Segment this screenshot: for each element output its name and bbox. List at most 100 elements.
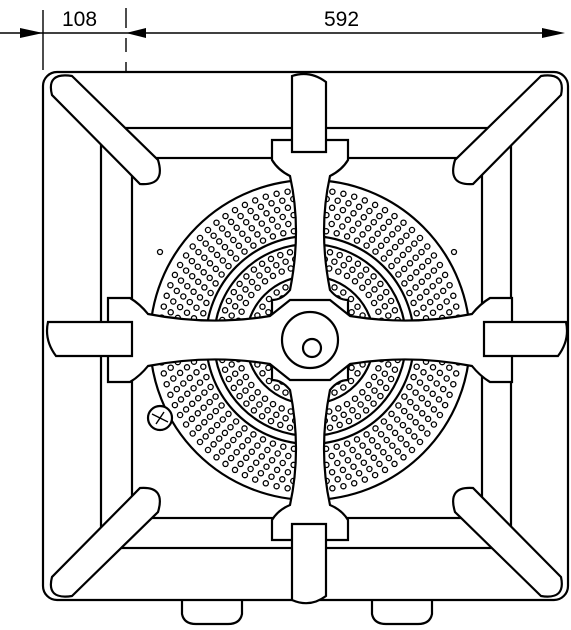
flame-hole (269, 233, 277, 240)
stand-feet (180, 600, 434, 626)
flame-hole (376, 294, 384, 301)
flame-hole (225, 262, 232, 270)
flame-hole (231, 206, 239, 214)
flame-hole (196, 294, 204, 301)
flame-hole (381, 303, 389, 310)
flame-hole (251, 197, 259, 204)
flame-hole (406, 383, 413, 391)
flame-hole (351, 278, 359, 285)
flame-hole (227, 423, 234, 431)
flame-hole (267, 417, 275, 425)
flame-hole (250, 242, 257, 249)
flame-hole (416, 294, 424, 301)
flame-hole (183, 364, 191, 371)
flame-hole (433, 293, 440, 300)
flame-hole (349, 226, 356, 234)
flame-hole (242, 454, 250, 462)
flame-hole (227, 249, 234, 257)
flame-hole (359, 284, 366, 291)
flame-hole (326, 424, 334, 431)
flame-hole (173, 385, 181, 393)
flame-hole (400, 454, 407, 461)
flame-hole (401, 393, 408, 400)
flame-hole (227, 218, 235, 226)
flame-hole (282, 284, 289, 291)
flame-hole (377, 430, 385, 438)
flame-hole (189, 430, 196, 437)
flame-hole (418, 424, 425, 432)
flame-hole (263, 210, 270, 217)
flame-hole (436, 369, 444, 377)
flame-hole (279, 213, 286, 221)
flame-hole (339, 450, 346, 457)
flame-hole (206, 398, 213, 406)
flame-hole (222, 212, 229, 220)
flame-hole (371, 471, 379, 479)
flame-hole (285, 452, 292, 460)
flame-hole (350, 480, 358, 487)
flame-hole (206, 413, 214, 420)
flame-hole (339, 223, 346, 230)
pan-support (45, 72, 569, 605)
flame-hole (418, 278, 426, 286)
flame-hole (242, 218, 250, 226)
flame-hole (393, 257, 401, 264)
flame-hole (256, 272, 263, 279)
flame-hole (254, 389, 261, 396)
flame-hole (241, 425, 248, 432)
flame-hole (348, 308, 355, 316)
flame-hole (268, 216, 276, 224)
flame-hole (233, 448, 240, 456)
flame-hole (273, 206, 281, 214)
flame-hole (193, 369, 200, 376)
flame-hole (188, 257, 196, 265)
flame-hole (439, 287, 447, 295)
flame-hole (418, 410, 426, 417)
flame-hole (410, 373, 417, 381)
flame-hole (184, 282, 191, 290)
flame-hole (376, 212, 383, 220)
flame-hole (273, 411, 280, 419)
flame-hole (213, 251, 221, 259)
flame-hole (248, 291, 255, 299)
flame-hole (284, 468, 292, 476)
flame-hole (284, 204, 292, 212)
flame-hole (334, 197, 341, 204)
flame-hole (258, 412, 266, 420)
flame-hole (250, 266, 258, 273)
flame-hole (182, 406, 190, 413)
flame-hole (416, 379, 424, 386)
flame-hole (350, 210, 357, 217)
flame-hole (349, 446, 356, 454)
flame-hole (232, 418, 240, 425)
flame-hole (189, 243, 196, 250)
flame-hole (339, 206, 347, 214)
flame-hole (331, 284, 338, 291)
flame-hole (446, 391, 453, 399)
flame-hole (177, 396, 185, 403)
flame-hole (439, 385, 447, 393)
flame-hole (450, 380, 457, 388)
flame-hole (387, 297, 395, 305)
flame-hole (418, 248, 425, 256)
flame-hole (188, 272, 196, 280)
flame-hole (426, 298, 434, 306)
flame-hole (389, 231, 396, 238)
flame-hole (326, 249, 334, 256)
flame-hole (429, 390, 436, 398)
flame-hole (357, 401, 364, 408)
flame-hole (435, 277, 443, 284)
flame-hole (230, 236, 237, 244)
flame-hole (420, 304, 427, 311)
flame-hole (366, 207, 373, 215)
flame-hole (242, 299, 250, 307)
flame-hole (370, 454, 378, 462)
flame-hole (274, 223, 281, 230)
flame-hole (262, 480, 270, 487)
flame-hole (222, 460, 229, 468)
flame-hole (221, 307, 229, 314)
flame-hole (350, 193, 358, 200)
flame-hole (424, 400, 432, 408)
flame-hole (429, 309, 437, 316)
flame-hole (364, 224, 372, 232)
